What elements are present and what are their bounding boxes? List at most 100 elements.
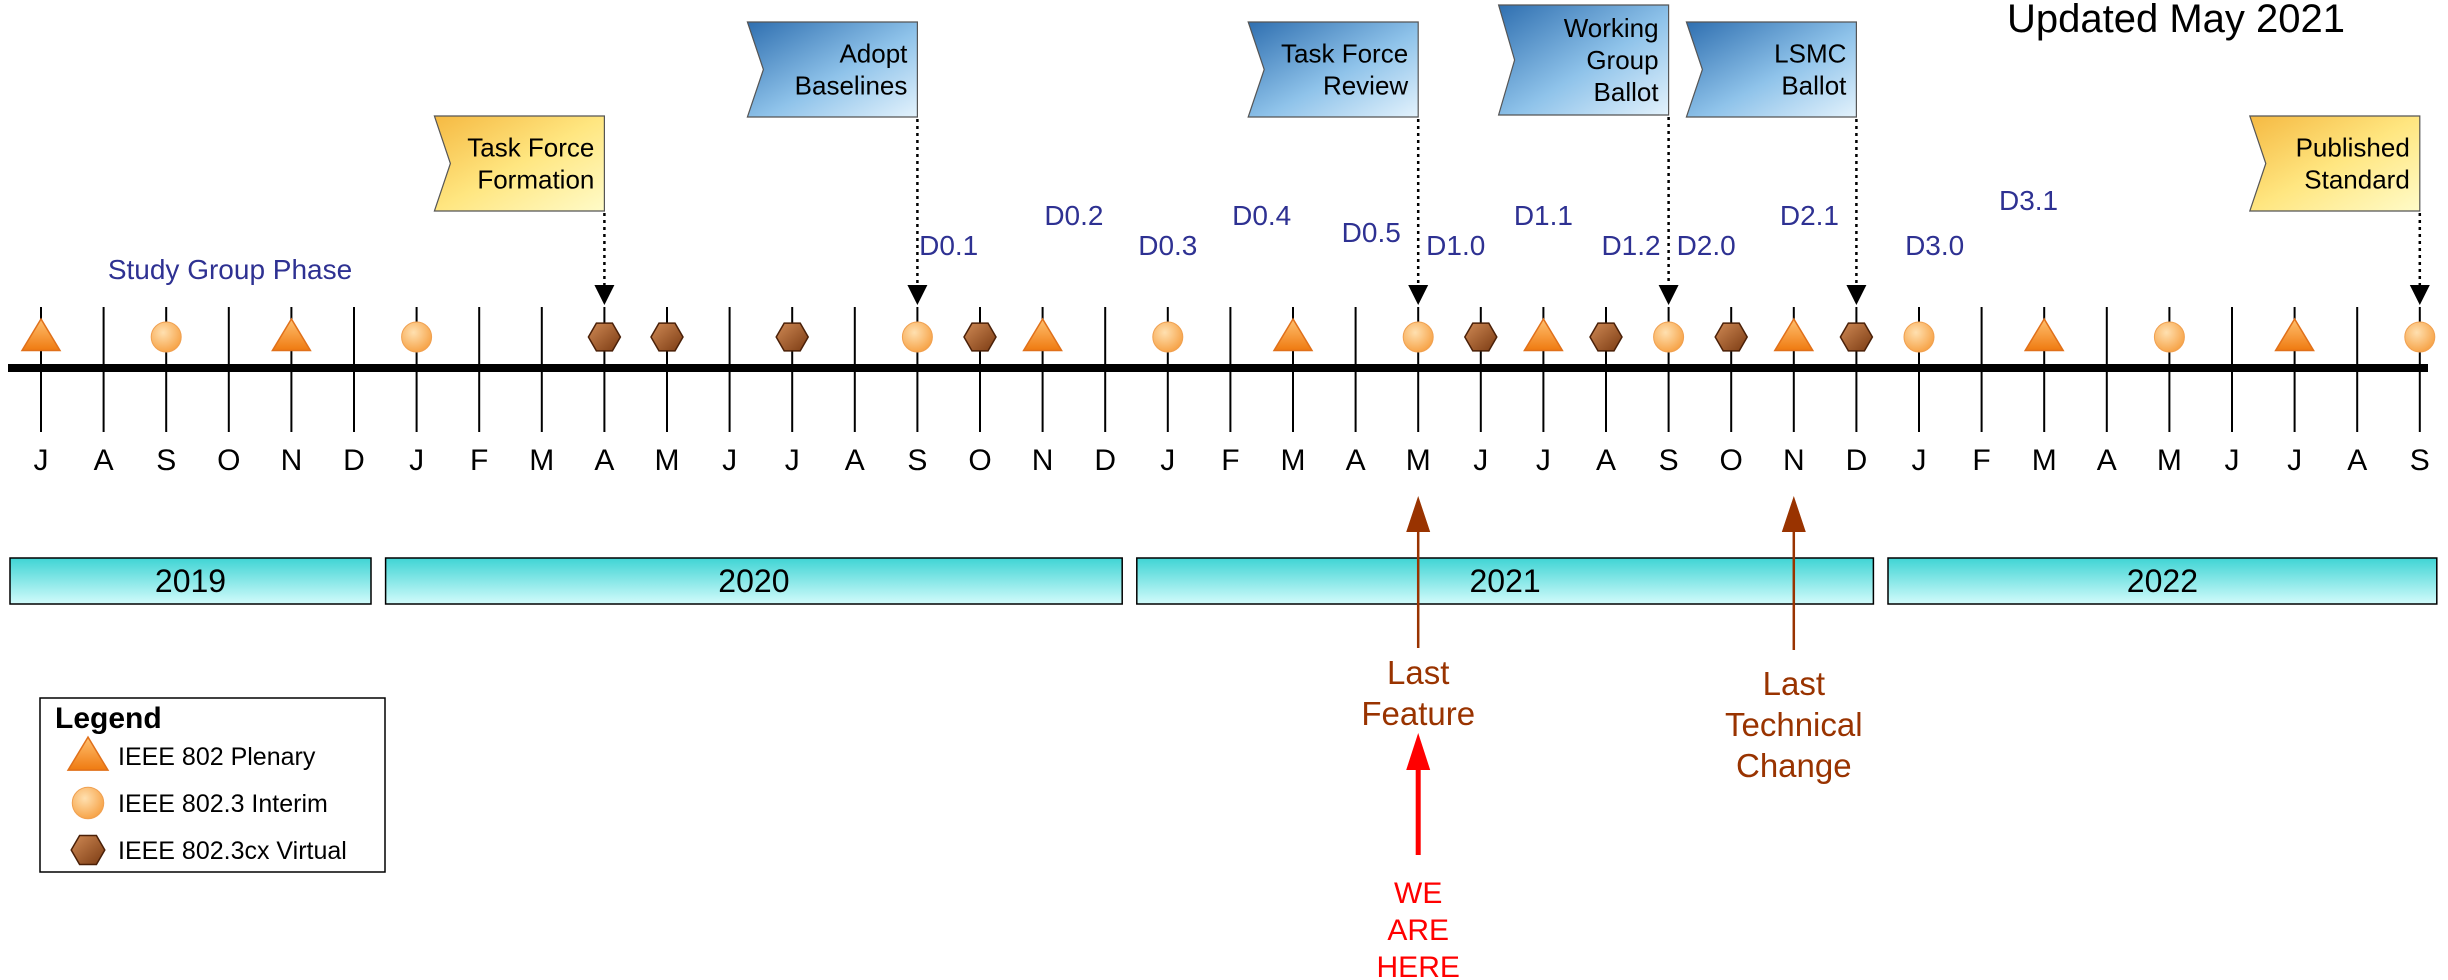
draft-label: D3.1 [1999,185,2058,216]
draft-label: D0.4 [1232,200,1291,231]
month-label: J [1160,444,1175,477]
year-label: 2021 [1470,563,1541,599]
interim-marker-icon [901,321,933,353]
arrow-down-icon [907,285,928,305]
month-label: J [785,444,800,477]
flag-shape [746,21,918,118]
here-text: ARE [1387,914,1449,947]
month-label: J [1473,444,1488,477]
draft-label: D3.0 [1905,230,1964,261]
flag-text: Review [1323,71,1408,101]
month-label: J [2287,444,2302,477]
virtual-marker-icon [775,322,810,352]
legend-item: IEEE 802.3cx Virtual [70,834,347,866]
flag-shape [1685,21,1857,118]
flag-text: LSMC [1774,39,1846,69]
month-label: A [594,444,614,477]
month-label: O [217,444,240,477]
month-label: O [1720,444,1743,477]
flag-text: Baselines [795,71,908,101]
virtual-marker-icon [650,322,684,352]
interim-marker-icon [2404,321,2436,353]
month-label: S [907,444,927,477]
virtual-marker-icon [963,322,997,352]
study-group-phase-label: Study Group Phase [108,254,352,285]
month-label: D [1094,444,1116,477]
month-label: J [409,444,424,477]
month-label: A [2347,444,2367,477]
meeting-markers [20,317,2436,353]
year-label: 2020 [718,563,789,599]
interim-marker-icon [1653,321,1685,353]
arrow-down-icon [1846,285,1867,305]
arrow-up-icon [1406,496,1431,532]
draft-label: D0.1 [919,230,978,261]
flag-text: Adopt [839,39,908,69]
month-label: M [2157,444,2182,477]
interim-marker-icon [71,786,105,820]
virtual-marker-icon [1463,322,1498,352]
month-label: D [1846,444,1868,477]
month-label: M [529,444,554,477]
draft-label: D1.2 [1601,230,1660,261]
year-band [1136,557,1875,605]
month-label: A [1596,444,1616,477]
flag-text: Group [1586,45,1658,75]
plenary-marker-icon [2023,317,2065,352]
here-text: WE [1394,877,1442,910]
month-label: S [2410,444,2430,477]
draft-label: D1.0 [1426,230,1485,261]
deadline-text: Feature [1361,695,1475,732]
arrow-down-icon [594,285,615,305]
year-band [384,557,1123,605]
plenary-marker-icon [1523,317,1564,352]
interim-marker-icon [401,321,433,353]
plenary-marker-icon [1022,317,1063,352]
interim-marker-icon [1152,321,1184,353]
flag-shape [433,115,605,212]
flag-shape [2248,115,2421,212]
plenary-marker-icon [20,317,62,352]
draft-label: D0.5 [1342,217,1401,248]
arrow-down-icon [1658,285,1679,305]
virtual-marker-icon [70,834,106,866]
flag-text: Formation [477,165,594,195]
deadline-text: Technical [1725,706,1863,743]
flag-shape [1497,4,1670,116]
month-label: N [1783,444,1805,477]
plenary-marker-icon [2274,317,2315,352]
arrow-down-icon [1408,285,1429,305]
interim-marker-icon [1903,321,1935,353]
legend-item-label: IEEE 802.3cx Virtual [118,837,347,865]
interim-marker-icon [2153,321,2185,353]
draft-label: D1.1 [1514,200,1573,231]
month-label: N [1032,444,1054,477]
flag-text: Task Force [1281,39,1408,69]
month-label: F [1972,444,1990,477]
arrow-up-icon [1406,733,1431,770]
interim-marker-icon [1402,321,1434,353]
month-label: M [655,444,680,477]
virtual-marker-icon [1839,322,1874,352]
virtual-marker-icon [587,322,622,352]
flag-text: Published [2296,133,2410,163]
plenary-marker-icon [271,317,312,352]
month-label: F [1221,444,1239,477]
month-label: A [1346,444,1366,477]
month-label: A [845,444,865,477]
legend-item-label: IEEE 802.3 Interim [118,790,328,818]
draft-label: D2.1 [1780,200,1839,231]
draft-label: D0.3 [1138,230,1197,261]
year-label: 2022 [2127,563,2198,599]
month-label: D [343,444,365,477]
deadline-text: Last [1763,665,1825,702]
month-label: J [1912,444,1927,477]
flag-text: Standard [2304,165,2410,195]
plenary-marker-icon [66,735,110,771]
